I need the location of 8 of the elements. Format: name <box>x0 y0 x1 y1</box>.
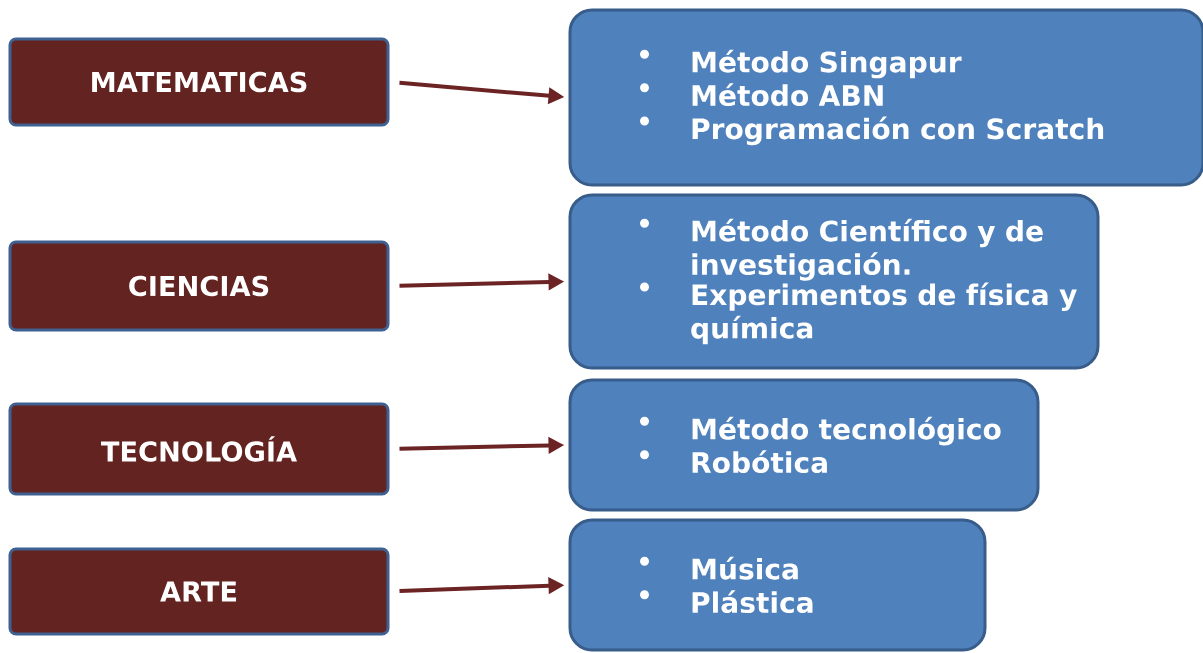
list-box: Método tecnológico Robótica <box>568 378 1040 512</box>
list-box: Método Científico y de investigación. Experimentos de física y química <box>568 193 1100 370</box>
subject-box: ARTE <box>8 547 390 636</box>
list-box: Método Singapur Método ABN Programación con Scratch <box>568 8 1203 187</box>
list-box: Música Plástica <box>568 518 987 652</box>
subject-box: MATEMATICAS <box>8 37 390 127</box>
subject-box: TECNOLOGÍA <box>8 402 390 496</box>
subject-box: CIENCIAS <box>8 240 390 332</box>
